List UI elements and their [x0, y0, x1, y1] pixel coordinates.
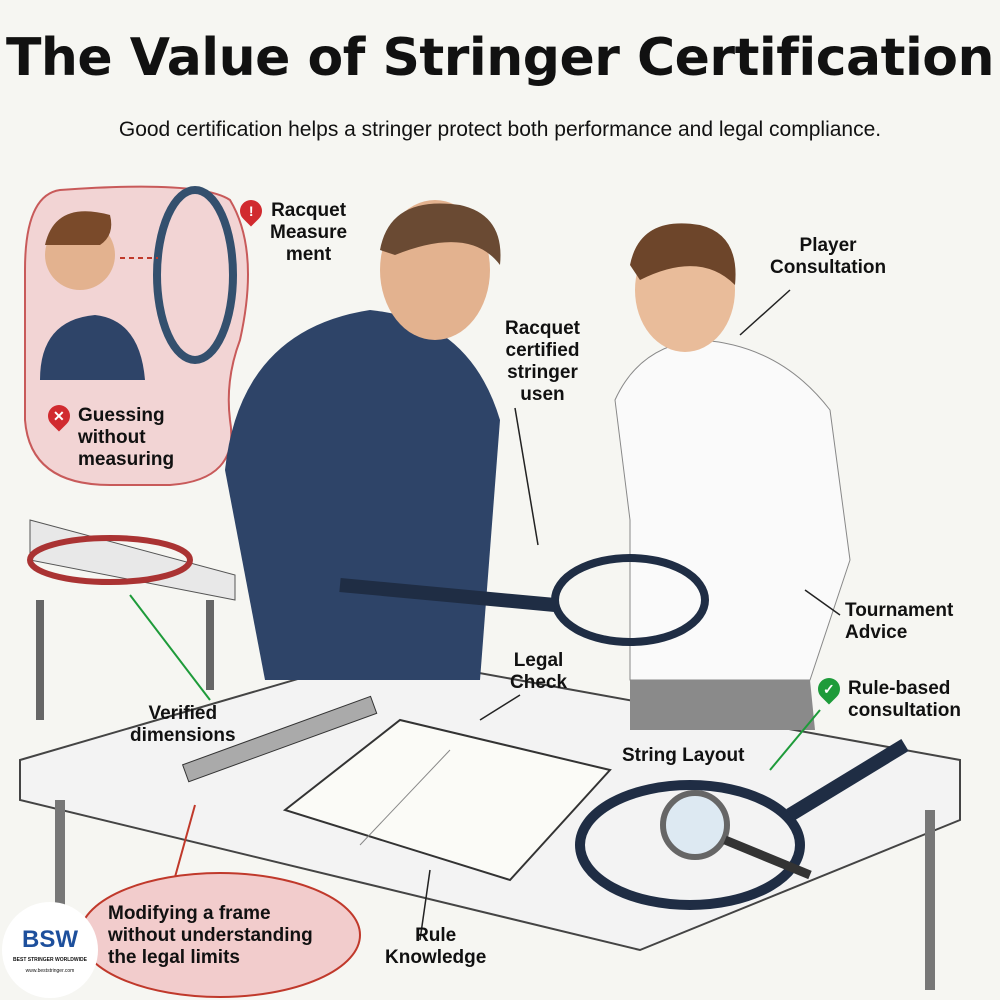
label-player-consultation: Player Consultation: [770, 235, 887, 278]
x-pin-icon: ✕: [43, 400, 75, 432]
player-body: [614, 339, 851, 681]
label-tournament-advice: Tournament Advice: [845, 600, 954, 643]
label-verified-dimensions: Verified dimensions: [130, 703, 236, 746]
label-modifying-frame: Modifying a frame without understanding …: [108, 903, 313, 968]
label-racquet-measurement: ! Racquet Measure ment: [235, 195, 347, 266]
subtitle: Good certification helps a stringer prot…: [118, 118, 882, 141]
label-string-layout: String Layout: [622, 745, 745, 766]
exclamation-pin-icon: !: [235, 195, 267, 227]
label-rule-knowledge: Rule Knowledge: [385, 925, 487, 968]
inset-racquet: [153, 186, 237, 364]
caliper: [181, 695, 378, 783]
side-table: [29, 519, 236, 601]
stringer-body: [225, 310, 500, 680]
table-racquet: [575, 780, 805, 910]
magnifier: [660, 790, 730, 860]
label-certified-stringer: Racquet certified stringer usen: [505, 318, 580, 405]
logo: BSW BEST STRINGER WORLDWIDE www.beststri…: [2, 902, 98, 998]
inset-person: [40, 315, 145, 380]
label-legal-check: Legal Check: [510, 650, 568, 693]
label-rule-based: ✓ Rule-based consultation: [813, 673, 961, 722]
rule-book: [282, 718, 612, 882]
label-guessing: ✕ Guessing without measuring: [43, 400, 174, 471]
check-pin-icon: ✓: [813, 673, 845, 705]
page-title: The Value of Stringer Certification: [5, 28, 995, 88]
